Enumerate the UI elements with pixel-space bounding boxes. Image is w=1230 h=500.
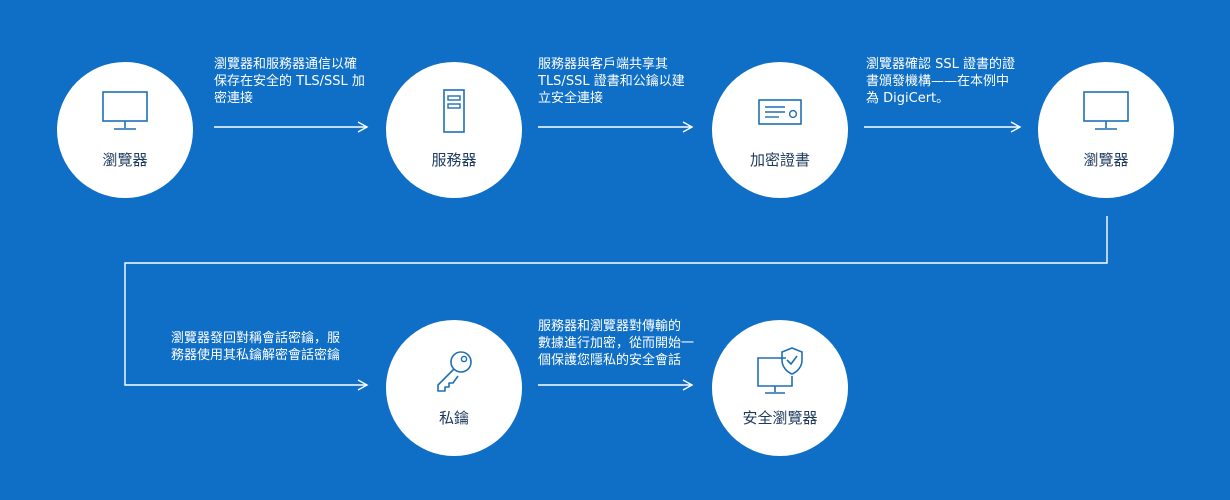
- node-label: 加密證書: [749, 151, 810, 169]
- step5-line: 數據進行加密，從而開始一: [538, 336, 695, 351]
- monitor-shield-icon: [712, 346, 848, 396]
- step3-line: 為 DigiCert。: [866, 91, 950, 106]
- step2-description: 服務器與客戶端共享其 TLS/SSL 證書和公鑰以建 立安全連接: [538, 56, 685, 107]
- step1-line: 密連接: [214, 91, 254, 106]
- node-private-key: 私鑰: [386, 320, 522, 456]
- step5-line: 個保護您隱私的安全會話: [538, 353, 682, 368]
- node-server: 服務器: [386, 62, 522, 198]
- server-tower-icon: [386, 88, 522, 134]
- step1-line: 保存在安全的 TLS/SSL 加: [214, 74, 365, 89]
- node-label: 服務器: [431, 151, 477, 169]
- step4-line: 瀏覽器發回對稱會話密鑰，服: [171, 331, 341, 346]
- step3-line: 書頒發機構——在本例中: [866, 74, 1010, 89]
- step5-line: 服務器和瀏覽器對傳輸的: [538, 319, 682, 334]
- monitor-icon: [57, 88, 193, 132]
- node-browser-start: 瀏覽器: [57, 62, 193, 198]
- step5-description: 服務器和瀏覽器對傳輸的 數據進行加密，從而開始一 個保護您隱私的安全會話: [538, 318, 694, 369]
- step4-description: 瀏覽器發回對稱會話密鑰，服 務器使用其私鑰解密會話密鑰: [171, 330, 340, 364]
- node-label: 瀏覽器: [1083, 151, 1129, 169]
- step1-description: 瀏覽器和服務器通信以確 保存在安全的 TLS/SSL 加 密連接: [214, 56, 365, 107]
- step2-line: TLS/SSL 證書和公鑰以建: [538, 74, 685, 89]
- node-browser-verify: 瀏覽器: [1038, 62, 1174, 198]
- step4-line: 務器使用其私鑰解密會話密鑰: [171, 348, 341, 363]
- monitor-icon: [1038, 88, 1174, 132]
- node-secure-browser: 安全瀏覽器: [712, 320, 848, 456]
- node-label: 安全瀏覽器: [742, 409, 818, 427]
- key-icon: [386, 346, 522, 396]
- step3-line: 瀏覽器確認 SSL 證書的證: [866, 57, 1016, 72]
- node-label: 私鑰: [438, 409, 469, 427]
- step2-line: 立安全連接: [538, 91, 604, 106]
- node-label: 瀏覽器: [102, 151, 148, 169]
- step3-description: 瀏覽器確認 SSL 證書的證 書頒發機構——在本例中 為 DigiCert。: [866, 56, 1015, 107]
- step1-line: 瀏覽器和服務器通信以確: [214, 57, 358, 72]
- connector-browser-to-private-key: [124, 216, 1108, 391]
- step2-line: 服務器與客戶端共享其: [538, 57, 669, 72]
- node-certificate: 加密證書: [712, 62, 848, 198]
- certificate-card-icon: [712, 88, 848, 132]
